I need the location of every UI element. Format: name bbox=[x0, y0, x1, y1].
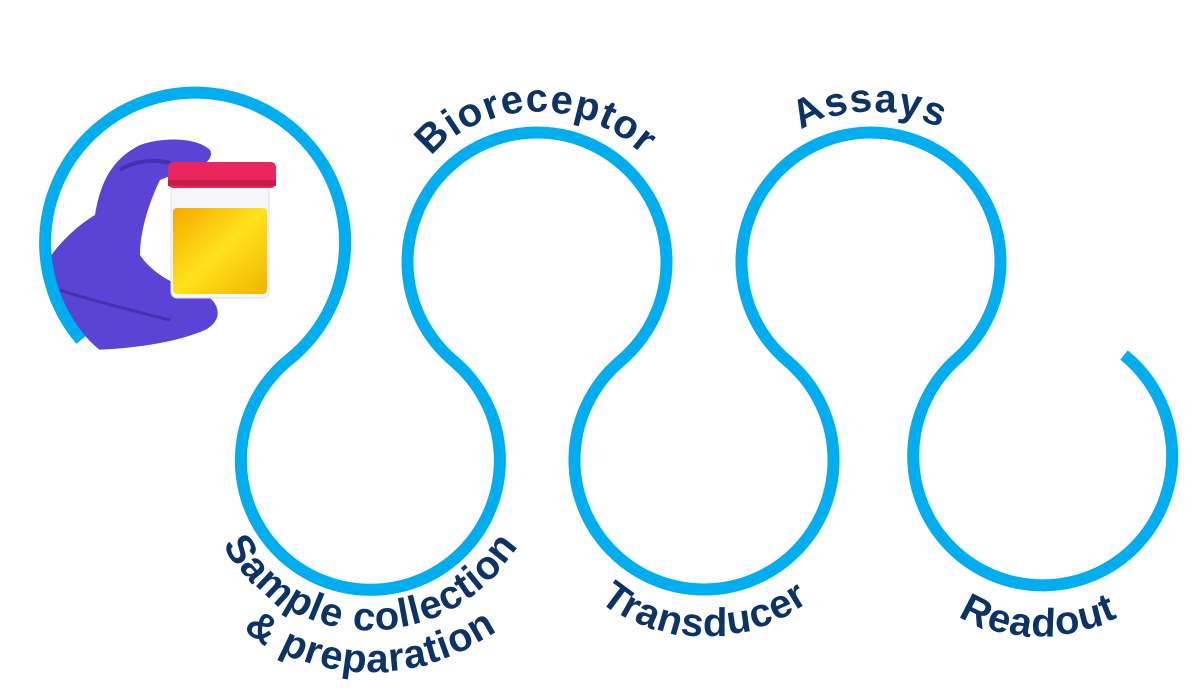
step-label-readout: Readout bbox=[953, 585, 1121, 646]
workflow-path bbox=[39, 86, 1179, 596]
sample-cup-icon bbox=[168, 162, 276, 299]
step-label-bioreceptor: Bioreceptor bbox=[406, 76, 665, 162]
sample-photo bbox=[46, 139, 276, 350]
step-label-preparation: & preparation bbox=[237, 601, 501, 682]
step-label-transducer: Transducer bbox=[593, 572, 813, 646]
